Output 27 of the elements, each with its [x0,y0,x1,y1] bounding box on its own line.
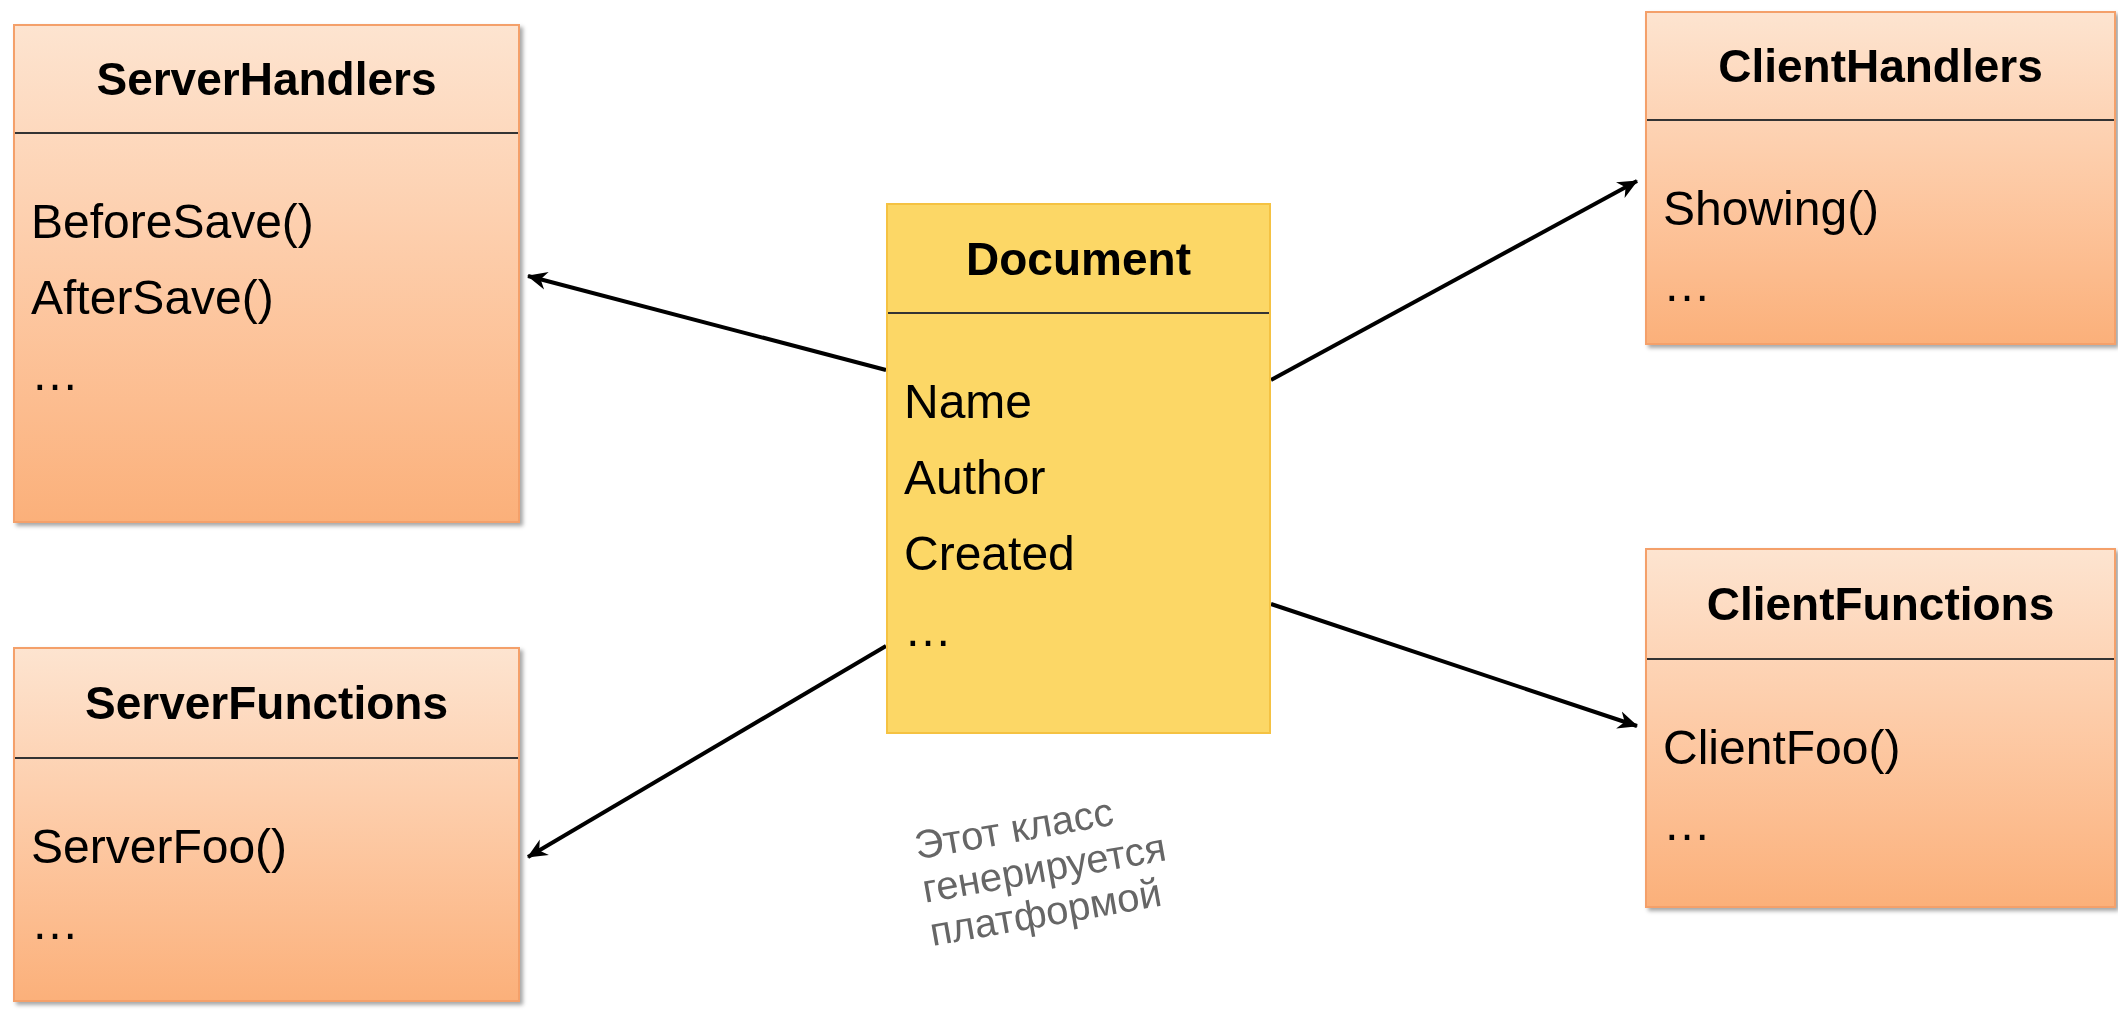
class-member: Showing() [1663,181,1881,237]
class-name: ClientFunctions [1706,581,2055,627]
arrow [1270,602,1638,729]
class-member: Author [904,450,1047,506]
arrow [1270,179,1638,382]
class-member: BeforeSave() [31,194,315,250]
class-name: Document [966,235,1191,282]
class-name: ClientHandlers [1718,43,2043,89]
class-member: … [31,895,80,951]
arrow [527,644,887,859]
class-member: … [31,346,80,402]
class-member: … [1663,257,1712,313]
class-member: ClientFoo() [1663,720,1902,776]
class-name: ServerHandlers [96,56,437,102]
class-member: ServerFoo() [31,819,289,875]
class-box [1645,548,2116,908]
class-box [1645,11,2116,345]
class-member: AfterSave() [31,270,275,326]
class-member: Created [904,526,1076,582]
class-box [13,24,520,523]
class-name: ServerFunctions [85,680,448,726]
class-member: … [1663,796,1712,852]
class-box [886,203,1271,734]
arrow [527,272,887,372]
class-member: … [904,602,953,658]
class-box [13,647,520,1002]
class-member: Name [904,374,1034,430]
